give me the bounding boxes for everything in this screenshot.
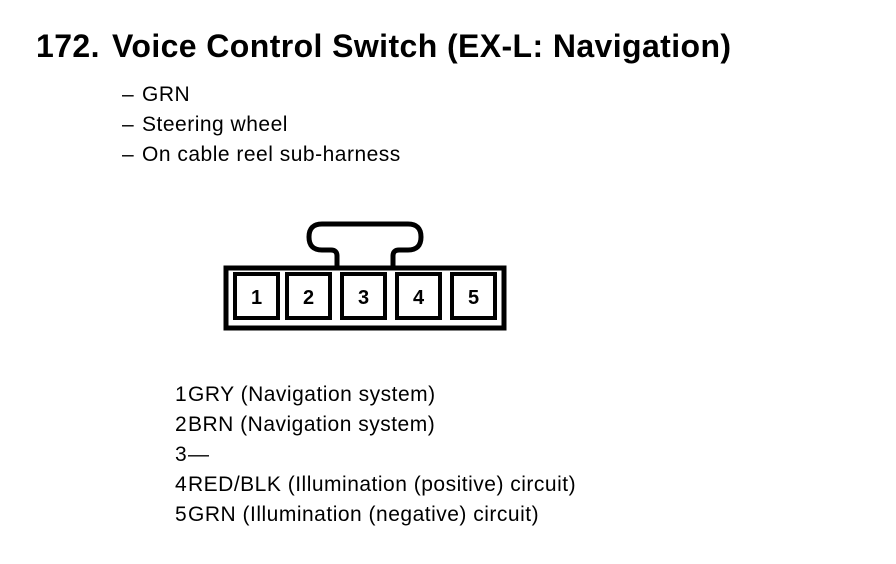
connector-pin-cell: [233, 272, 280, 320]
connector-pin-cell: [340, 272, 387, 320]
pin-description: RED/BLK (Illumination (positive) circuit…: [188, 473, 577, 496]
connector-pin-number: 3: [358, 287, 369, 309]
connector-pin-number: 2: [303, 287, 314, 309]
title-text: Voice Control Switch (EX-L: Navigation): [112, 28, 732, 64]
pin-description: GRY (Navigation system): [188, 383, 436, 406]
pin-row: 4 RED/BLK (Illumination (positive) circu…: [175, 470, 576, 500]
pin-description: GRN (Illumination (negative) circuit): [188, 503, 540, 526]
connector-pin-cell: [395, 272, 442, 320]
attribute-text: GRN: [142, 83, 191, 106]
pin-number: 2: [175, 413, 188, 436]
attribute-item: – GRN: [122, 80, 401, 110]
pin-description: —: [188, 443, 210, 466]
page-title: 172. Voice Control Switch (EX-L: Navigat…: [36, 30, 731, 62]
dash-bullet: –: [122, 143, 135, 166]
connector-pin-cell: [285, 272, 332, 320]
attribute-list: – GRN – Steering wheel – On cable reel s…: [122, 80, 401, 170]
item-number: 172.: [36, 28, 100, 64]
dash-bullet: –: [122, 113, 135, 136]
pin-number: 1: [175, 383, 188, 406]
pin-number: 4: [175, 473, 188, 496]
pin-legend: 1 GRY (Navigation system) 2 BRN (Navigat…: [175, 380, 576, 530]
connector-pin-number: 5: [468, 287, 479, 309]
connector-pin-cell: [450, 272, 497, 320]
connector-pin-number: 4: [413, 287, 425, 309]
attribute-text: Steering wheel: [142, 113, 288, 136]
pin-row: 3 —: [175, 440, 576, 470]
pin-row: 5 GRN (Illumination (negative) circuit): [175, 500, 576, 530]
dash-bullet: –: [122, 83, 135, 106]
attribute-text: On cable reel sub-harness: [142, 143, 401, 166]
pin-number: 3: [175, 443, 188, 466]
pin-row: 1 GRY (Navigation system): [175, 380, 576, 410]
attribute-item: – On cable reel sub-harness: [122, 140, 401, 170]
connector-latch: [306, 221, 424, 269]
pin-number: 5: [175, 503, 188, 526]
pin-row: 2 BRN (Navigation system): [175, 410, 576, 440]
connector-diagram: 1 2 3 4 5: [223, 221, 507, 331]
connector-pin-number: 1: [251, 287, 262, 309]
pin-description: BRN (Navigation system): [188, 413, 436, 436]
attribute-item: – Steering wheel: [122, 110, 401, 140]
